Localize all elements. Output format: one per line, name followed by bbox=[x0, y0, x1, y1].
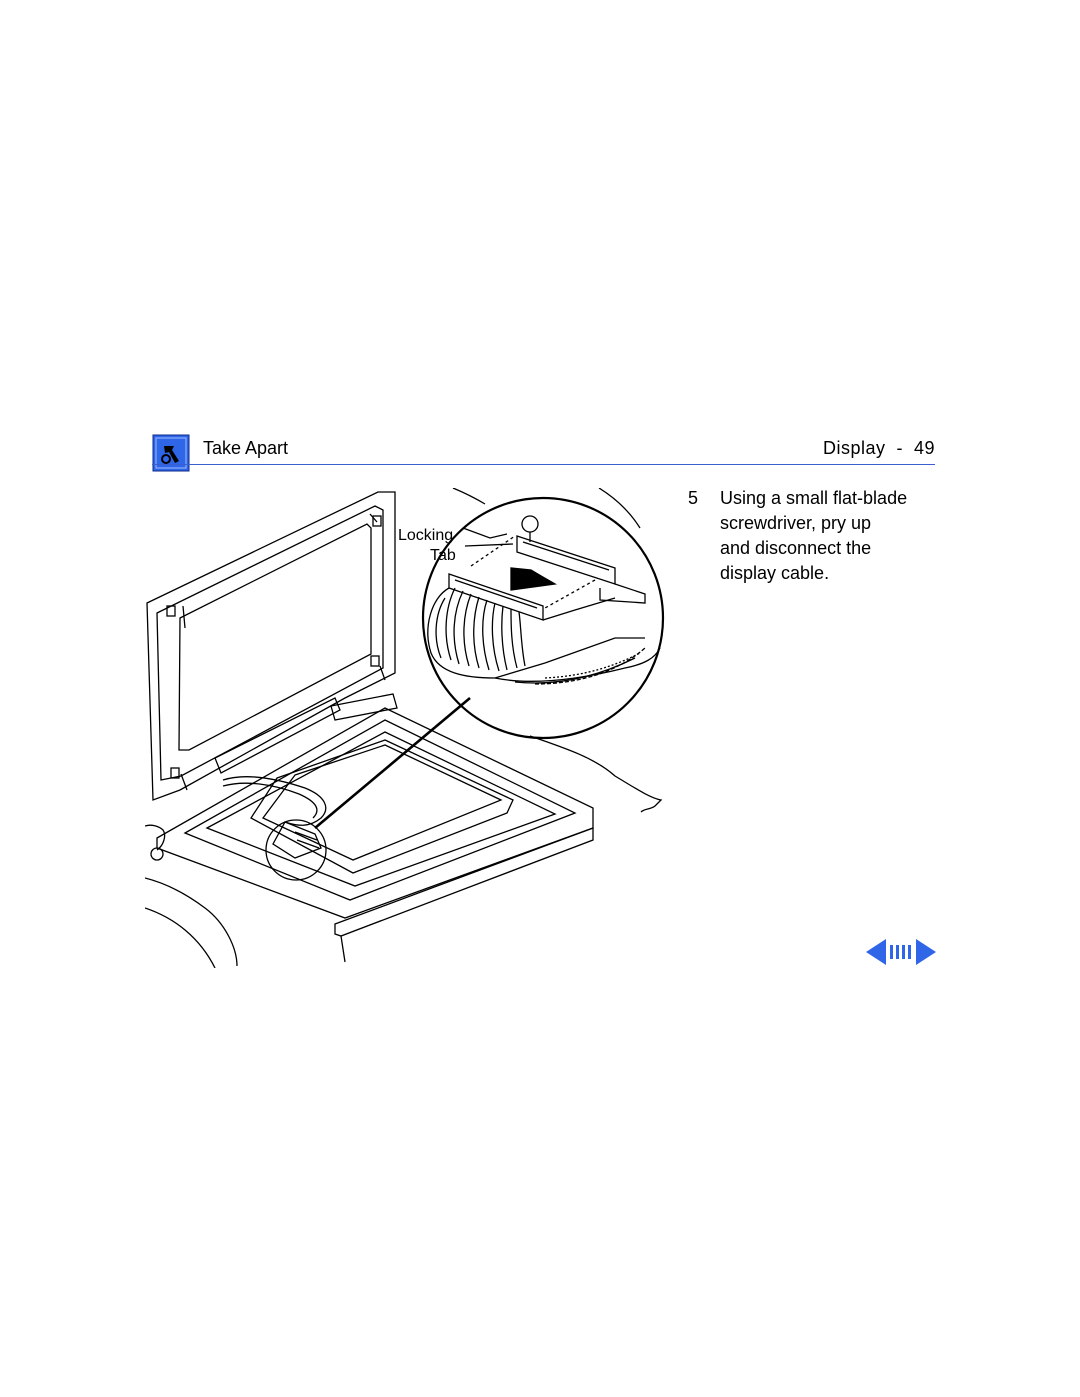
previous-page-arrow-icon[interactable] bbox=[866, 939, 886, 965]
callout-locking: Locking bbox=[398, 527, 454, 544]
detail-circle-small bbox=[265, 819, 327, 881]
step-line: screwdriver, pry up bbox=[720, 513, 872, 533]
detail-circle-large bbox=[421, 496, 665, 740]
step-line: and disconnect the bbox=[720, 538, 872, 558]
computer-base bbox=[156, 707, 594, 919]
locking-tab-symbol bbox=[510, 567, 557, 591]
wrench-tool-icon bbox=[152, 434, 190, 472]
step-line: display cable. bbox=[720, 563, 830, 583]
step-number: 5 bbox=[688, 488, 699, 508]
section-title: Take Apart bbox=[203, 438, 289, 458]
step-line: Using a small flat-blade bbox=[720, 488, 908, 508]
powerbook-display-illustration bbox=[144, 487, 670, 969]
callout-tab: Tab bbox=[430, 547, 456, 564]
display-cable bbox=[222, 776, 327, 826]
page-label: Display - 49 bbox=[822, 438, 935, 458]
page-navigation bbox=[866, 939, 936, 965]
header-divider bbox=[152, 464, 935, 465]
next-page-arrow-icon[interactable] bbox=[916, 939, 936, 965]
step-text: Using a small flat-blade screwdriver, pr… bbox=[720, 486, 940, 586]
page-header: Take Apart Display - 49 bbox=[152, 432, 935, 472]
display-lid bbox=[146, 491, 396, 801]
page-index-icon[interactable] bbox=[888, 943, 914, 961]
